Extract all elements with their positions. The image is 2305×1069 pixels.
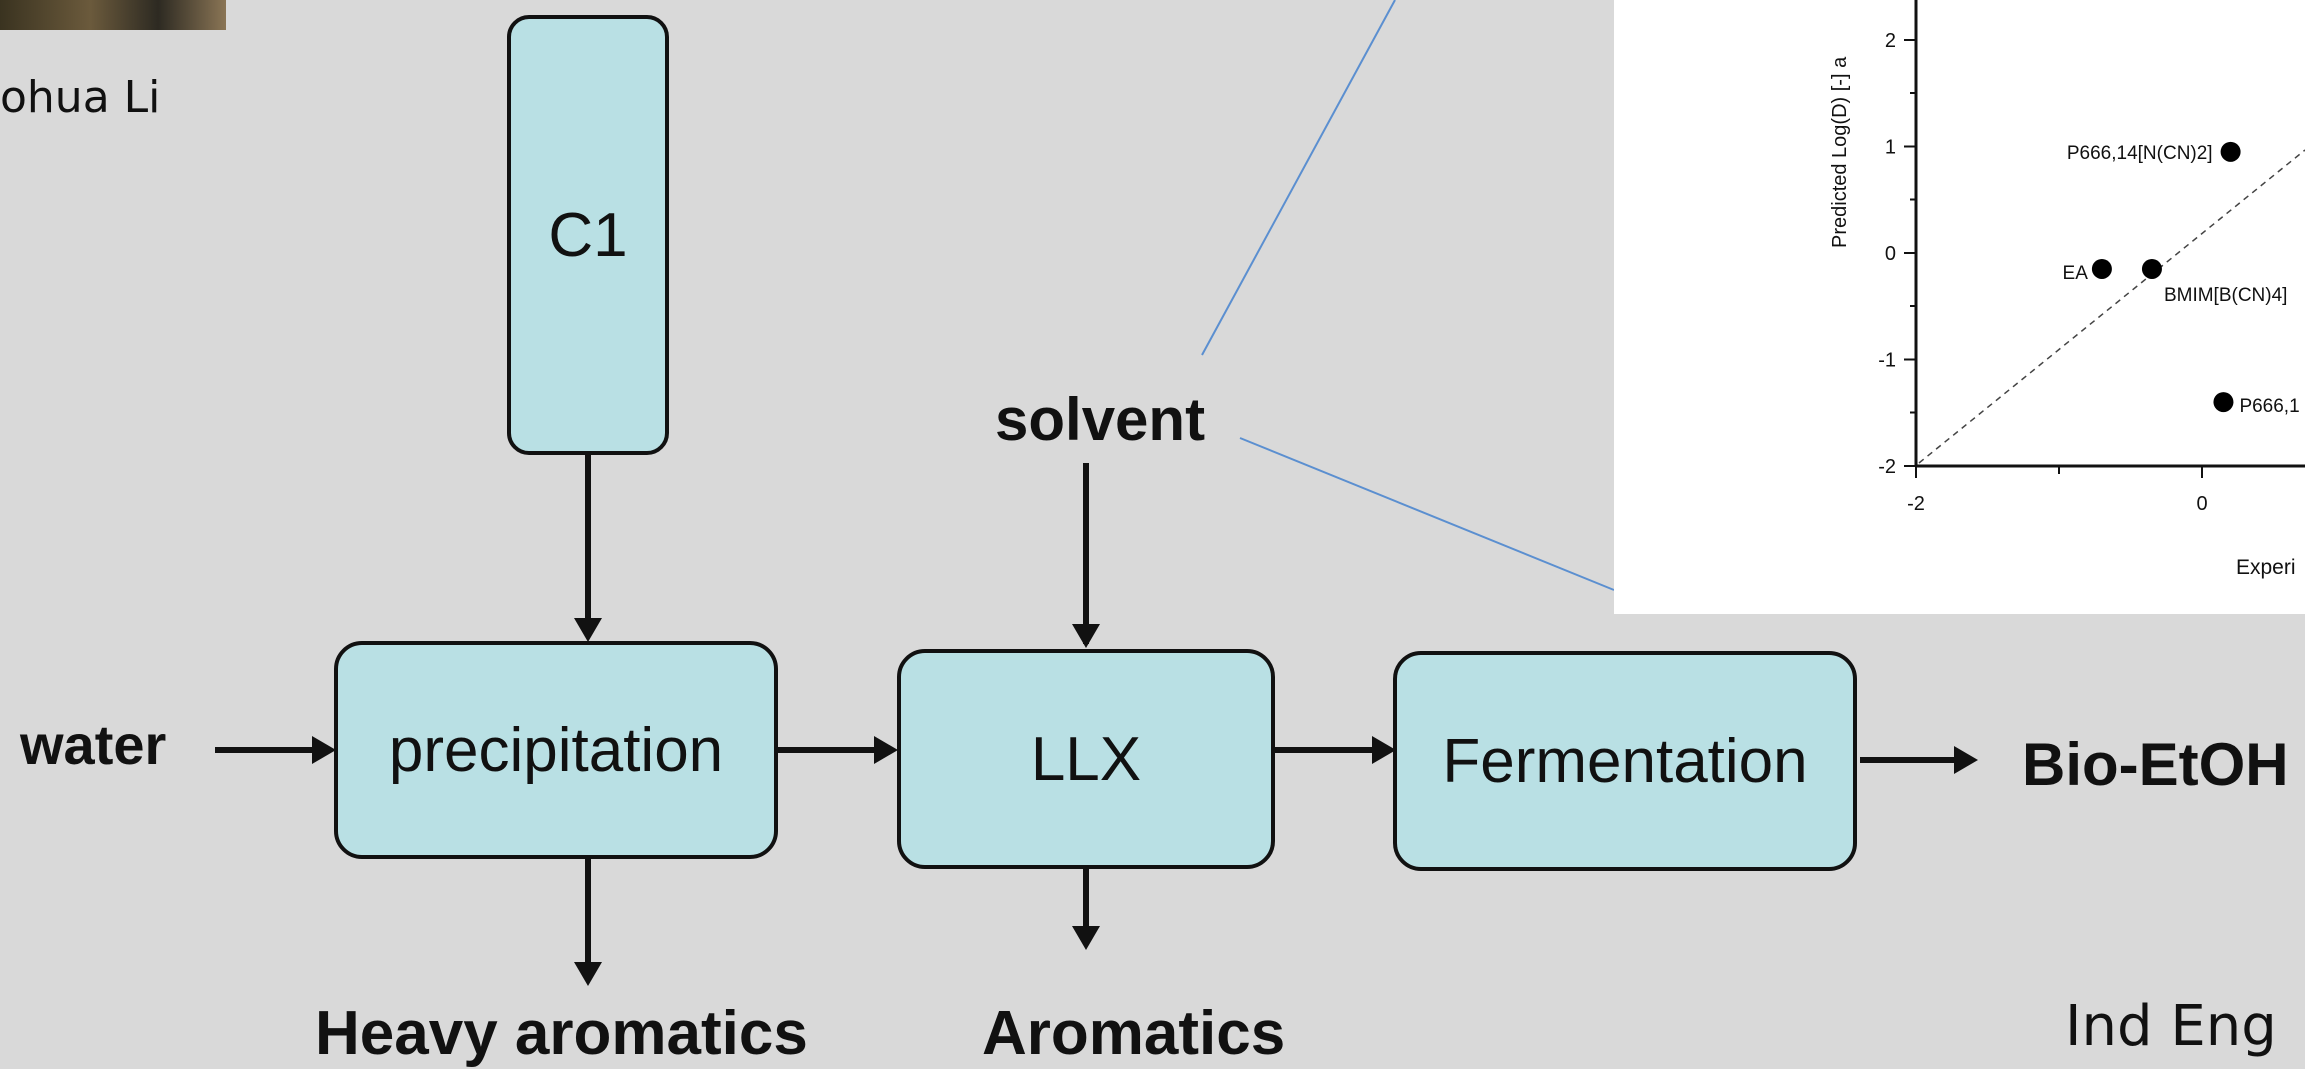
inset-point-label: P666,14[N(CN)2] bbox=[2067, 143, 2213, 164]
llx-box: LLX bbox=[897, 649, 1275, 869]
callout-line-upper bbox=[1201, 0, 1396, 356]
inset-data-point bbox=[2220, 141, 2241, 162]
inset-ylabel: Predicted Log(D) [-] a bbox=[1829, 56, 1851, 248]
inset-data-point bbox=[2091, 258, 2112, 279]
c1-box: C1 bbox=[507, 15, 669, 455]
inset-data-point bbox=[2213, 392, 2234, 413]
callout-line-lower bbox=[1239, 437, 1615, 591]
inset-point-label: P666,1 bbox=[2239, 396, 2299, 417]
author-name: ohua Li bbox=[0, 72, 161, 123]
aromatics-label: Aromatics bbox=[982, 999, 1286, 1068]
inset-xlabel: Experi bbox=[2236, 556, 2296, 579]
inset-point-label: EA bbox=[2063, 263, 2089, 284]
fermentation-box: Fermentation bbox=[1393, 651, 1857, 871]
water-label: water bbox=[20, 713, 167, 776]
inset-xtick-label: 0 bbox=[2196, 493, 2207, 515]
inset-reference-line bbox=[1918, 149, 2305, 464]
solvent-label: solvent bbox=[995, 386, 1206, 453]
heavy-aromatics-label: Heavy aromatics bbox=[315, 999, 808, 1068]
author-photo bbox=[0, 0, 226, 30]
inset-chart: Predicted Log(D) [-] a 2 1 0 -1 -2 -2 0 P666,… bbox=[1614, 0, 2305, 614]
inset-ytick-label: -1 bbox=[1878, 350, 1896, 372]
inset-chart-svg: Predicted Log(D) [-] a 2 1 0 -1 -2 -2 0 P666,… bbox=[1829, 0, 2305, 579]
inset-point-label: BMIM[B(CN)4] bbox=[2164, 285, 2288, 306]
inset-ytick-label: 0 bbox=[1885, 243, 1896, 265]
inset-ytick-label: 2 bbox=[1885, 30, 1896, 52]
citation: Ind Eng bbox=[2065, 994, 2277, 1059]
bio-etoh-label: Bio-EtOH bbox=[2022, 731, 2289, 798]
precipitation-box: precipitation bbox=[334, 641, 778, 859]
inset-data-point bbox=[2141, 258, 2162, 279]
inset-ytick-label: 1 bbox=[1885, 137, 1896, 159]
inset-xtick-label: -2 bbox=[1907, 493, 1925, 515]
inset-ytick-label: -2 bbox=[1878, 456, 1896, 478]
